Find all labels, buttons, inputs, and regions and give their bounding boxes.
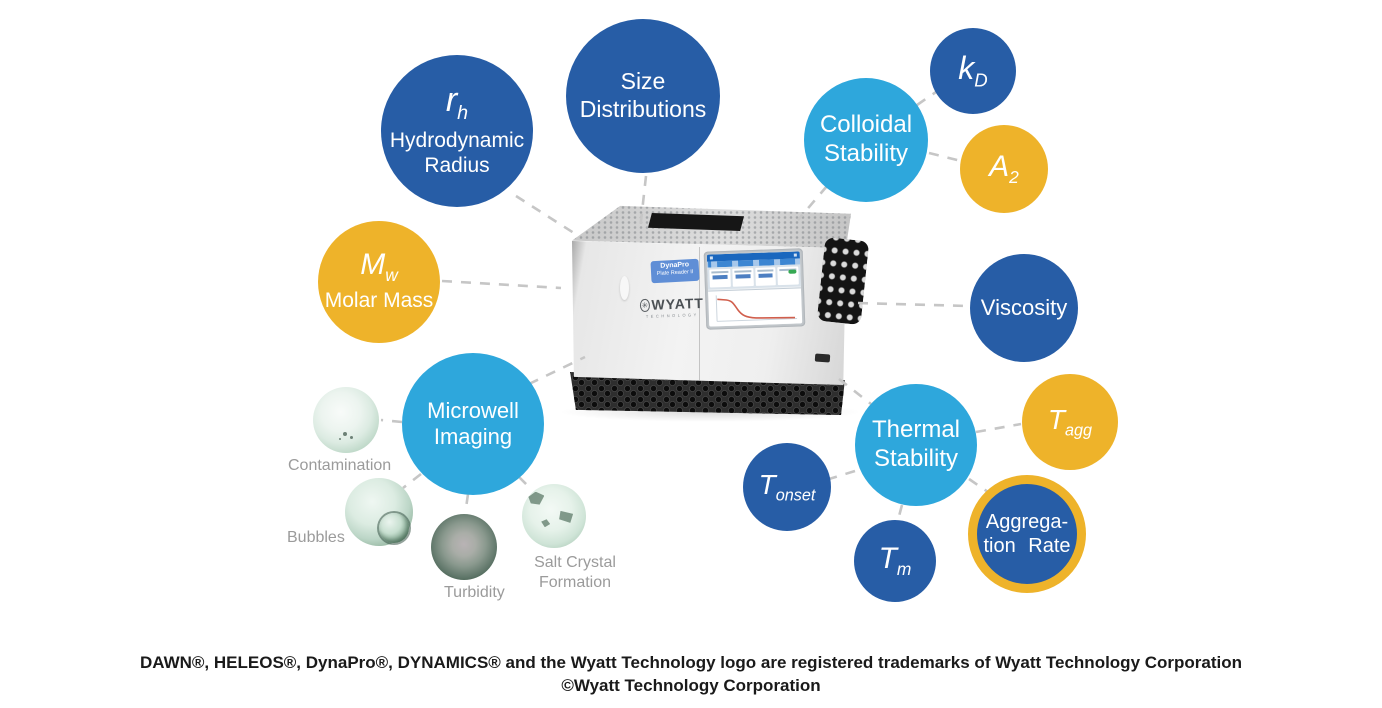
instrument-touchscreen [703, 248, 806, 330]
kd-symbol: kD [958, 50, 988, 91]
connector-colloidal-instrument [797, 185, 828, 221]
label-turbidity: Turbidity [444, 584, 505, 601]
screen-chart-curve [715, 295, 798, 322]
trademark-footer: DAWN®, HELEOS®, DynaPro®, DYNAMICS® and … [0, 651, 1382, 697]
tagg-symbol: Tagg [1047, 403, 1093, 440]
connector-mw-instrument [441, 279, 562, 290]
connector-colloidal-a2 [928, 151, 962, 163]
mw-symbol: Mw [360, 247, 398, 285]
label-bubbles: Bubbles [287, 529, 345, 546]
connector-instrument-thermal [838, 377, 872, 406]
bubble-tonset: Tonset [743, 443, 831, 531]
well-plate-slot [648, 213, 744, 231]
label-contamination: Contamination [288, 457, 392, 474]
connector-thermal-aggrate [968, 477, 989, 494]
connector-colloidal-kd [916, 90, 937, 107]
inner-bubble [379, 513, 409, 544]
bubble-aggregation-rate: Aggrega-tion Rate [968, 475, 1086, 593]
a2-symbol: A2 [989, 149, 1019, 187]
bubble-molar-mass: Mw Molar Mass [318, 221, 440, 343]
tm-symbol: Tm [878, 541, 912, 579]
instrument-vented-base [570, 372, 845, 415]
connector-thermal-tonset [828, 469, 856, 481]
front-panel-latch [620, 276, 629, 300]
aggregation-rate-label: Aggrega-tion Rate [983, 511, 1071, 557]
copyright-line: ©Wyatt Technology Corporation [561, 676, 821, 695]
rh-symbol: rh [445, 81, 469, 124]
connector-rh-instrument [515, 194, 578, 237]
touchscreen-chart [708, 287, 803, 327]
touchscreen-ui [706, 251, 803, 327]
bubble-kd: kD [930, 28, 1016, 114]
connector-microwell-bubbles [402, 472, 422, 490]
label-salt-crystal-formation: Salt Crystal Formation [534, 554, 616, 591]
viscosity-label: Viscosity [980, 294, 1068, 320]
connector-microwell-instrument [528, 355, 586, 386]
bubble-a2: A2 [960, 125, 1048, 213]
trademark-line: DAWN®, HELEOS®, DynaPro®, DYNAMICS® and … [139, 653, 1243, 672]
bubble-tagg: Tagg [1022, 374, 1118, 470]
bubble-tm: Tm [854, 520, 936, 602]
bubble-viscosity: Viscosity [970, 254, 1078, 362]
microwell-image-contamination [313, 387, 379, 453]
tonset-symbol: Tonset [758, 468, 816, 505]
connector-size-instrument [638, 175, 648, 231]
connector-instrument-viscosity [857, 301, 969, 308]
mw-caption: Molar Mass [324, 289, 434, 313]
front-panel-seam [699, 247, 700, 380]
connector-thermal-tm [896, 504, 904, 521]
connector-thermal-tagg [975, 422, 1022, 434]
microwell-image-bubbles [345, 478, 413, 546]
microwell-image-salt-crystal [522, 484, 586, 548]
connector-microwell-turbidity [464, 493, 470, 509]
connector-microwell-contamination [380, 418, 403, 424]
microwell-image-turbidity [431, 514, 497, 580]
connector-microwell-salt [518, 476, 532, 490]
